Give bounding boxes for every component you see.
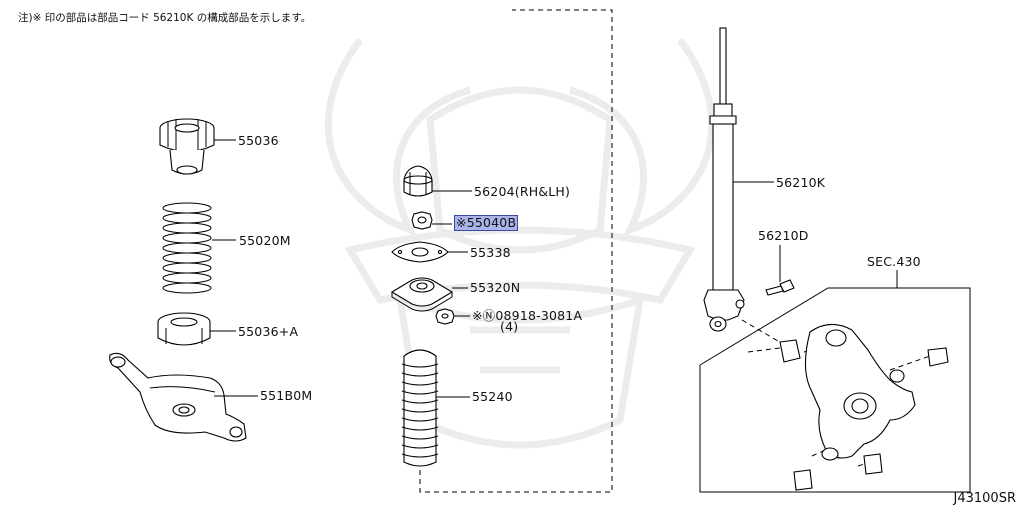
part-55240-drawing — [401, 349, 439, 467]
part-55320N-drawing — [390, 277, 454, 312]
boot-rib — [401, 417, 439, 422]
part-56210D-drawing — [765, 279, 795, 296]
label-551B0M[interactable]: 551B0M — [260, 388, 313, 403]
boot-rib — [401, 444, 439, 449]
spring-coil — [162, 212, 212, 224]
spring-coil — [162, 222, 212, 234]
part-55036-drawing — [159, 118, 215, 175]
part-56204-drawing — [403, 165, 433, 197]
spring-coil — [162, 262, 212, 274]
label-55040B-selected[interactable]: ※55040B — [453, 215, 519, 231]
watermark-helmet — [324, 37, 716, 449]
spring-coil — [162, 252, 212, 264]
label-56210K[interactable]: 56210K — [776, 175, 826, 190]
boot-rib — [401, 381, 439, 386]
part-55338-drawing — [391, 241, 449, 263]
label-55020M[interactable]: 55020M — [239, 233, 291, 248]
part-551B0M-drawing — [109, 352, 247, 442]
prefix-mark: ※ — [456, 215, 467, 230]
label-55036[interactable]: 55036 — [238, 133, 279, 148]
part-55020M-drawing — [162, 202, 212, 294]
boot-rib — [401, 435, 439, 440]
label-55036A[interactable]: 55036+A — [238, 324, 299, 339]
spring-coil — [162, 202, 212, 214]
spring-coil — [162, 232, 212, 244]
sec430-knuckle-drawing — [699, 270, 971, 493]
boot-rib — [401, 363, 439, 368]
label-56210D[interactable]: 56210D — [758, 228, 809, 243]
diagram-code: J43100SR — [953, 491, 1016, 506]
label-08918[interactable]: ※Ⓝ08918-3081A — [472, 309, 582, 323]
label-55240[interactable]: 55240 — [472, 389, 513, 404]
header-note: 注)※ 印の部品は部品コード 56210K の構成部品を示します。 — [18, 12, 312, 24]
boot-rib — [401, 453, 439, 458]
label-08918-text: 08918-3081A — [495, 308, 583, 323]
boot-rib — [401, 426, 439, 431]
boot-rib — [401, 390, 439, 395]
label-55338[interactable]: 55338 — [470, 245, 511, 260]
boot-rib — [401, 399, 439, 404]
label-55040B-text: 55040B — [466, 215, 517, 230]
boot-rib — [401, 372, 439, 377]
part-08918-drawing — [435, 308, 455, 325]
label-56204[interactable]: 56204(RH&LH) — [474, 184, 571, 199]
part-55036A-drawing — [157, 312, 211, 346]
boot-rib — [401, 408, 439, 413]
boot-body — [403, 349, 437, 467]
label-55320N[interactable]: 55320N — [470, 280, 521, 295]
spring-coil — [162, 282, 212, 294]
spring-coil — [162, 242, 212, 254]
assembly-boundary — [419, 9, 613, 493]
part-55040B-drawing — [411, 211, 433, 230]
spring-coil — [162, 272, 212, 284]
prefix-mark: ※Ⓝ — [472, 308, 496, 323]
label-08918-qty: (4) — [500, 319, 519, 334]
label-sec430[interactable]: SEC.430 — [867, 254, 921, 269]
part-56210K-drawing — [703, 27, 745, 332]
